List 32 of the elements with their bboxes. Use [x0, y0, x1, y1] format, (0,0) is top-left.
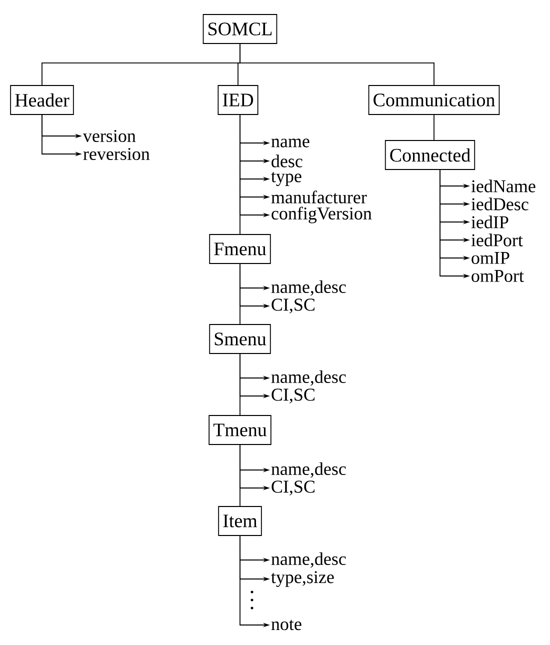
field-label: type [271, 172, 302, 186]
field-label: manufacturer [271, 190, 367, 204]
field-label: name,desc [271, 280, 346, 296]
field-label: iedIP [471, 216, 508, 228]
field-label: name,desc [271, 462, 346, 478]
field-label: configVersion [272, 206, 372, 224]
connector [240, 44, 434, 86]
tree-box: IED [218, 85, 258, 115]
field-label: version [82, 130, 136, 142]
tree-box: SOMCL [202, 14, 278, 44]
field-label: iedDesc [471, 198, 528, 210]
field-label: omIP [472, 252, 510, 264]
field-label: type,size [271, 571, 334, 587]
tree-box: Header [10, 85, 74, 115]
field-label: desc [272, 154, 302, 168]
tree-box: Smenu [209, 324, 271, 354]
field-label: iedName [471, 180, 536, 192]
tree-box: Connected [384, 140, 476, 170]
field-label: note [271, 620, 302, 630]
field-label: omPort [472, 270, 524, 282]
tree-box: Tmenu [208, 415, 272, 445]
tree-box: Fmenu [209, 234, 271, 264]
field-label: CI,SC [272, 298, 314, 314]
field-label: CI,SC [272, 480, 314, 496]
field-label: reversion [83, 148, 150, 160]
field-label: name,desc [271, 552, 346, 568]
field-label: name,desc [271, 370, 346, 386]
tree-box: Item [218, 506, 262, 536]
field-label: iedPort [471, 234, 523, 246]
field-label: CI,SC [272, 388, 314, 404]
tree-box: Communication [368, 85, 500, 115]
field-label: name [271, 138, 310, 148]
